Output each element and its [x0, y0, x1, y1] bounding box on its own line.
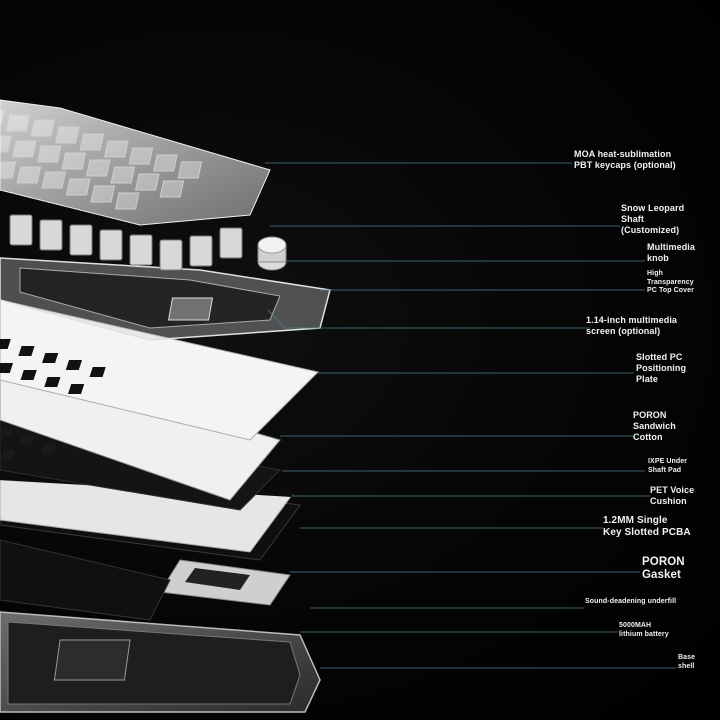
callout-pcba: 1.2MM Single Key Slotted PCBA	[603, 515, 691, 538]
switches-layer	[9, 214, 243, 271]
callout-base: Base shell	[678, 654, 696, 670]
leader-screen	[267, 309, 590, 329]
callout-battery: 5000MAH lithium battery	[619, 622, 669, 638]
callout-plate: Slotted PC Positioning Plate	[636, 352, 687, 384]
battery-and-gasket-layer	[0, 539, 291, 621]
callout-knob: Multimedia knob	[647, 242, 696, 263]
callout-underfill: Sound-deadening underfill	[585, 598, 677, 605]
callout-keycaps: MOA heat-sublimation PBT keycaps (option…	[574, 149, 676, 170]
leader-lines	[265, 162, 676, 669]
callout-cover: High Transparency PC Top Cover	[647, 270, 694, 294]
callout-shaft: Snow Leopard Shaft (Customized)	[621, 203, 685, 235]
callout-ixpe: IXPE Under Shaft Pad	[648, 458, 688, 474]
keycaps-layer	[0, 99, 271, 226]
knob-graphic	[257, 236, 287, 271]
base-shell-layer	[0, 611, 321, 713]
callout-gasket: PORON Gasket	[642, 556, 685, 581]
top-cover-layer	[0, 257, 331, 341]
callout-pet: PET Voice Cushion	[650, 485, 695, 506]
positioning-plate-layer	[0, 299, 319, 441]
callout-sandwich: PORON Sandwich Cotton	[633, 410, 676, 442]
callout-screen: 1.14-inch multimedia screen (optional)	[586, 315, 678, 336]
